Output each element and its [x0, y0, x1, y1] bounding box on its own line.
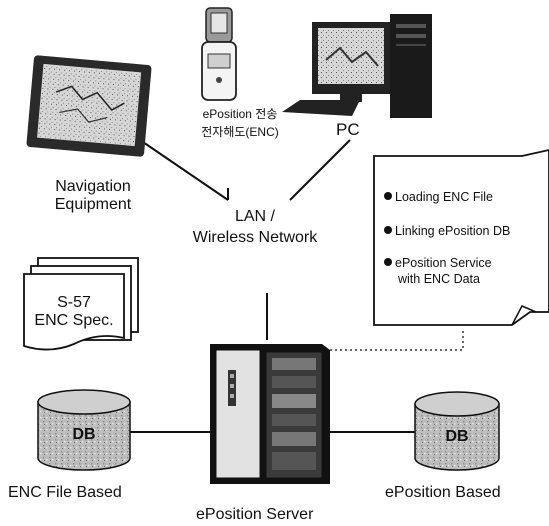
navigation-equipment-icon	[26, 55, 152, 157]
mobile-label: ePosition 전송 전자해도(ENC)	[180, 107, 300, 140]
note-item-service: ePosition Service	[384, 256, 492, 270]
pc-icon	[282, 14, 432, 118]
note-item-text: with ENC Data	[398, 272, 480, 286]
bullet-icon	[384, 192, 392, 200]
bullet-icon	[384, 258, 392, 266]
enc-file-based-label: ENC File Based	[8, 484, 122, 501]
network-label: LAN / Wireless Network	[175, 208, 335, 248]
note-item-service-line2: with ENC Data	[398, 272, 480, 286]
network-label-line1: LAN /	[234, 208, 275, 225]
note-paper-icon	[373, 149, 549, 326]
network-label-line2: Wireless Network	[192, 229, 318, 247]
navigation-label-line1: Navigation	[55, 178, 131, 195]
spec-documents-icon	[23, 257, 139, 351]
spec-label-line2: ENC Spec.	[34, 312, 114, 330]
connection-lines	[130, 139, 415, 433]
eposition-server-icon	[210, 344, 330, 484]
navigation-label: Navigation Equipment	[28, 178, 158, 215]
db-cylinder-right	[414, 391, 500, 471]
mobile-device-icon	[201, 7, 237, 101]
note-item-linking: Linking ePosition DB	[384, 224, 510, 238]
db-right-label: DB	[445, 428, 469, 445]
note-item-text: ePosition Service	[395, 256, 492, 270]
note-item-text: Loading ENC File	[395, 190, 493, 204]
pc-label: PC	[336, 120, 360, 139]
db-cylinder-left	[37, 389, 131, 471]
db-left-label: DB	[72, 426, 96, 443]
eposition-based-label: ePosition Based	[385, 484, 501, 501]
mobile-label-line2: 전자해도(ENC)	[201, 124, 279, 139]
bullet-icon	[384, 226, 392, 234]
mobile-label-line1: ePosition 전송	[202, 107, 278, 121]
spec-label-line1: S-57	[57, 294, 91, 311]
spec-label: S-57 ENC Spec.	[26, 294, 122, 331]
note-item-loading: Loading ENC File	[384, 190, 493, 204]
navigation-label-line2: Equipment	[54, 196, 132, 214]
dotted-connector	[330, 330, 464, 351]
note-item-text: Linking ePosition DB	[395, 224, 511, 238]
eposition-server-label: ePosition Server	[196, 506, 314, 523]
